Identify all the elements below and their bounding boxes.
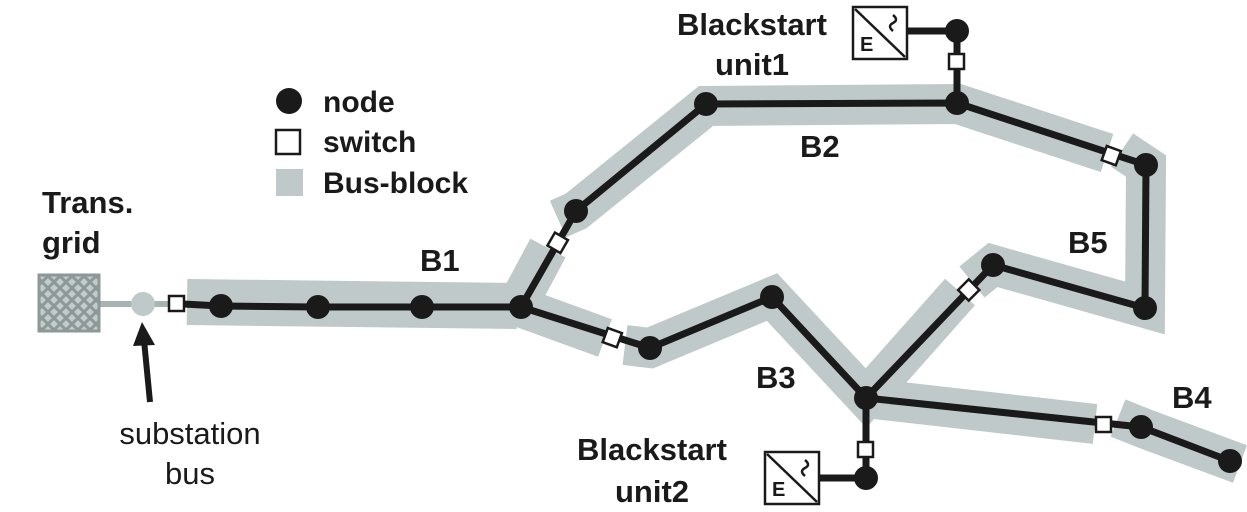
switch (956, 277, 982, 303)
node (981, 253, 1005, 277)
line-b1 (179, 300, 525, 311)
node (854, 386, 878, 410)
node (760, 285, 784, 309)
legend-switch-label: switch (323, 126, 416, 159)
node (1133, 296, 1157, 320)
legend-bus-block-symbol (276, 169, 303, 196)
substation-label-line2: bus (165, 456, 215, 491)
blackstart1-label-line1: Blackstart (677, 7, 827, 42)
node (564, 199, 588, 223)
node (509, 295, 533, 319)
substation-bus-node (131, 292, 155, 316)
generator-icon: E (763, 450, 821, 506)
block-label-b4: B4 (1172, 380, 1212, 415)
node (306, 295, 330, 319)
legend-switch-symbol (274, 128, 302, 156)
node (1218, 449, 1242, 473)
node (410, 295, 434, 319)
legend: node switch Bus-block (274, 86, 468, 200)
trans-grid-label-line2: grid (42, 225, 101, 260)
node (694, 92, 718, 116)
switch (601, 326, 624, 349)
legend-node-symbol (276, 88, 302, 114)
node (638, 336, 662, 360)
switch (167, 294, 186, 313)
switch (545, 230, 570, 255)
node (209, 294, 233, 318)
trans-grid-label-line1: Trans. (42, 185, 133, 220)
nodes (209, 19, 1242, 490)
switch (1100, 144, 1123, 167)
node (945, 91, 969, 115)
blackstart2-label-line1: Blackstart (577, 432, 727, 467)
legend-node-label: node (323, 86, 395, 119)
generator-icon: E (851, 5, 909, 61)
block-label-b2: B2 (800, 129, 840, 164)
svg-text:E: E (772, 479, 785, 501)
node (854, 466, 878, 490)
block-label-b3: B3 (756, 360, 796, 395)
node (1134, 153, 1158, 177)
transmission-grid-icon (37, 273, 101, 333)
block-label-b5: B5 (1068, 225, 1108, 260)
block-label-b1: B1 (420, 243, 460, 278)
switches (167, 52, 1123, 459)
blackstart2-label-line2: unit2 (615, 474, 689, 509)
node (945, 19, 969, 43)
svg-text:E: E (860, 34, 873, 56)
substation-label-line1: substation (119, 416, 260, 451)
switch (1094, 415, 1113, 434)
labels: Trans. grid substation bus Blackstart un… (42, 7, 1212, 509)
switch (947, 52, 966, 71)
arrow-up-icon (133, 322, 155, 403)
node (1129, 415, 1153, 439)
blackstart1-label-line2: unit1 (715, 47, 789, 82)
switch (856, 440, 875, 459)
line-b1-to-b3 (517, 293, 870, 402)
legend-bus-block-label: Bus-block (323, 167, 468, 200)
